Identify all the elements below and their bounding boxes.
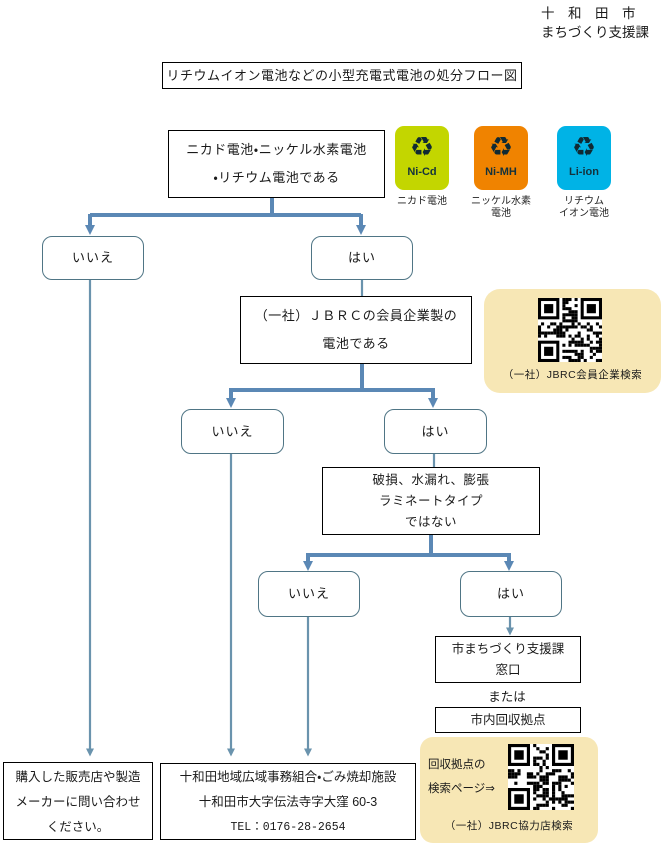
- result-facility-tel: TEL：0176-28-2654: [230, 821, 346, 834]
- battery-label-liion: リチウム イオン電池: [544, 196, 624, 220]
- battery-label-nimh: ニッケル水素 電池: [461, 196, 541, 220]
- page-header: 十 和 田 市 まちづくり支援課: [541, 4, 649, 42]
- decision-yes-2: はい: [384, 409, 487, 454]
- battery-label-nicd-line1: ニカド電池: [397, 196, 447, 207]
- page-title: リチウムイオン電池などの小型充電式電池の処分フロー図: [162, 62, 522, 89]
- battery-mark-liion: ♻ Li-ion リチウム イオン電池: [544, 126, 624, 220]
- decision-no-2: いいえ: [181, 409, 284, 454]
- question-jbrc-member-line1: （一社）ＪＢＲＣの会員企業製の: [254, 308, 458, 323]
- question-damage-line3: ではない: [404, 515, 457, 529]
- result-contact-store-line3: ください。: [46, 820, 110, 834]
- battery-label-nicd: ニカド電池: [382, 196, 462, 208]
- recycle-icon: ♻: [488, 132, 514, 162]
- liion-badge: ♻ Li-ion: [557, 126, 611, 190]
- question-jbrc-member: （一社）ＪＢＲＣの会員企業製の 電池である: [240, 296, 472, 364]
- question-battery-type-line2: ・リチウム電池である: [213, 170, 340, 185]
- qr-caption-partner-search: （一社）JBRC協力店検索: [444, 820, 574, 832]
- qr-note-line1: 回収拠点の: [428, 759, 486, 771]
- org-city: 十 和 田 市: [541, 6, 636, 21]
- question-jbrc-member-line2: 電池である: [322, 336, 390, 351]
- battery-code-nimh: Ni-MH: [485, 166, 517, 178]
- or-label: または: [488, 690, 526, 704]
- battery-mark-nimh: ♻ Ni-MH ニッケル水素 電池: [461, 126, 541, 220]
- jbrc-partner-search-panel: 回収拠点の 検索ページ⇒ （一社）JBRC協力店検索: [420, 737, 598, 843]
- question-battery-type: ニカド電池・ニッケル水素電池 ・リチウム電池である: [168, 130, 385, 198]
- result-facility-address: 十和田市大字伝法寺字大窪 60-3: [198, 795, 378, 809]
- battery-label-liion-line1: リチウム: [564, 196, 604, 207]
- recycle-icon: ♻: [409, 132, 435, 162]
- question-damage-line1: 破損、水漏れ、膨張: [372, 473, 490, 487]
- qr-code-member-search: [538, 298, 602, 362]
- jbrc-member-search-panel: （一社）JBRC会員企業検索: [484, 289, 661, 393]
- decision-yes-1: はい: [311, 236, 413, 280]
- result-facility-name: 十和田地域広域事務組合・ごみ焼却施設: [179, 770, 397, 784]
- result-city-window-line1: 市まちづくり支援課: [451, 642, 565, 656]
- org-department: まちづくり支援課: [541, 25, 649, 40]
- nimh-badge: ♻ Ni-MH: [474, 126, 528, 190]
- result-contact-store-line2: メーカーに問い合わせ: [15, 795, 141, 809]
- battery-code-liion: Li-ion: [569, 166, 599, 178]
- battery-code-nicd: Ni-Cd: [407, 166, 437, 178]
- qr-note-line2: 検索ページ⇒: [428, 783, 495, 795]
- qr-note: 回収拠点の 検索ページ⇒: [428, 753, 495, 801]
- battery-label-nimh-line1: ニッケル水素: [471, 196, 531, 207]
- battery-label-liion-line2: イオン電池: [559, 208, 609, 219]
- result-collection-point: 市内回収拠点: [435, 707, 581, 733]
- question-damage-line2: ラミネートタイプ: [378, 494, 483, 508]
- qr-caption-member-search: （一社）JBRC会員企業検索: [502, 369, 643, 381]
- result-incineration-facility: 十和田地域広域事務組合・ごみ焼却施設 十和田市大字伝法寺字大窪 60-3 TEL…: [160, 763, 416, 840]
- result-city-window: 市まちづくり支援課 窓口: [435, 636, 581, 683]
- result-contact-store: 購入した販売店や製造 メーカーに問い合わせ ください。: [3, 762, 153, 840]
- decision-no-3: いいえ: [258, 571, 360, 617]
- battery-mark-nicd: ♻ Ni-Cd ニカド電池: [382, 126, 462, 208]
- decision-yes-3: はい: [460, 571, 562, 617]
- recycle-icon: ♻: [571, 132, 597, 162]
- question-battery-type-line1: ニカド電池・ニッケル水素電池: [186, 142, 367, 157]
- nicd-badge: ♻ Ni-Cd: [395, 126, 449, 190]
- result-contact-store-line1: 購入した販売店や製造: [15, 770, 141, 784]
- question-damage-condition: 破損、水漏れ、膨張 ラミネートタイプ ではない: [322, 467, 540, 535]
- qr-code-partner-search: [508, 744, 574, 810]
- decision-no-1: いいえ: [42, 236, 144, 280]
- result-city-window-line2: 窓口: [495, 663, 521, 677]
- battery-label-nimh-line2: 電池: [491, 208, 511, 219]
